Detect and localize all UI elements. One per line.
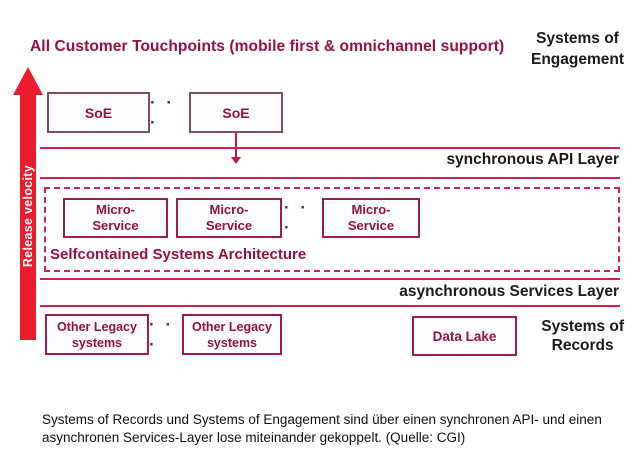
systems-of-engagement-label: Systems of Engagement [530,30,624,68]
legacy-systems-box-2: Other Legacy systems [182,314,282,355]
microservice-box-1: Micro- Service [63,198,168,238]
services-layer-bottom-line [40,305,620,307]
legacy-ellipsis: · · · [149,314,175,354]
figure-caption: Systems of Records und Systems of Engage… [42,412,602,445]
microservice-box-3: Micro- Service [322,198,420,238]
soe-ellipsis: · · · [150,92,176,132]
synchronous-api-layer-label: synchronous API Layer [446,151,619,168]
asynchronous-services-layer-label: asynchronous Services Layer [399,283,619,300]
microservice-ellipsis: · · · [284,198,310,237]
selfcontained-systems-boundary [44,187,620,272]
services-layer-top-line [40,278,620,280]
down-arrow-icon [231,157,241,164]
soe-box-2: SoE [189,92,283,133]
api-layer-bottom-line [40,177,620,179]
api-layer-top-line [40,147,620,149]
release-velocity-label: Release velocity [21,165,35,268]
diagram-title: All Customer Touchpoints (mobile first &… [30,38,505,55]
data-lake-box: Data Lake [412,316,517,356]
legacy-systems-box-1: Other Legacy systems [45,314,149,355]
release-velocity-arrowhead-icon [13,67,43,95]
soe-box-1: SoE [47,92,150,133]
microservice-box-2: Micro- Service [176,198,282,238]
selfcontained-systems-label: Selfcontained Systems Architecture [50,246,307,263]
systems-of-records-label: Systems of Records [541,318,624,354]
soe-to-api-connector [235,133,237,157]
release-velocity-arrow: Release velocity [20,93,36,340]
